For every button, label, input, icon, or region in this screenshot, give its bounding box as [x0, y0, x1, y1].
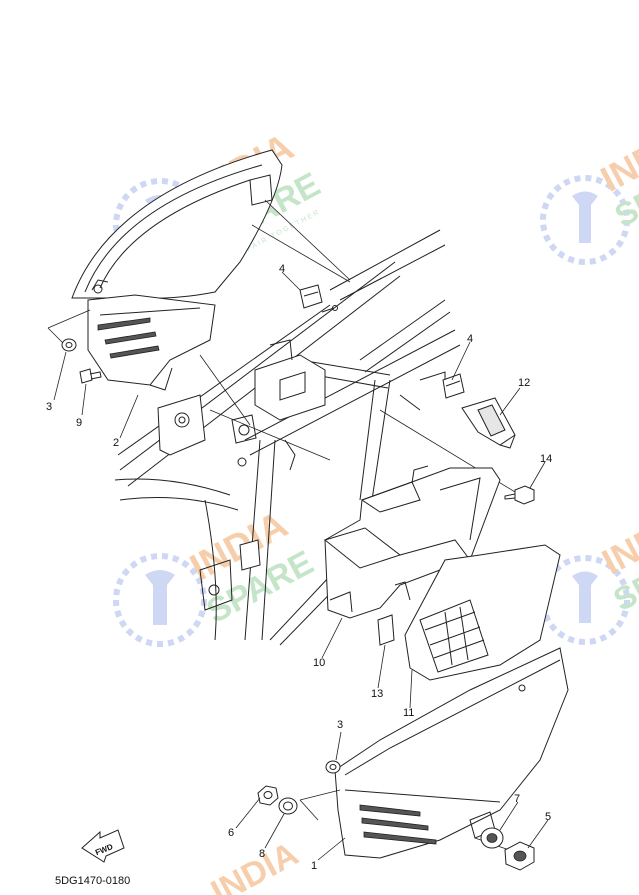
part-5-bolt [504, 841, 535, 871]
watermark-right-bottom: INDIA SPARE [540, 500, 639, 645]
part-4a-grommet [299, 284, 323, 309]
callout-labels: 2 3 9 4 4 12 14 10 13 11 3 6 8 1 7 5 [46, 263, 552, 872]
callout-12: 12 [518, 377, 530, 389]
callout-4-top: 4 [279, 263, 285, 275]
part-10-battery-case [323, 465, 501, 619]
leader-lines [53, 271, 549, 861]
callout-6: 6 [228, 827, 234, 839]
watermark-middle: INDIA SPARE [113, 504, 320, 647]
diagram-code: 5DG1470-0180 [55, 875, 130, 887]
callout-10: 10 [313, 657, 325, 669]
callout-5: 5 [545, 811, 551, 823]
part-7-grommet [480, 827, 504, 849]
watermark-line1: INDIA [594, 117, 639, 199]
part-9-bolt [79, 368, 102, 384]
watermark-right-top: INDIA SPARE [540, 117, 639, 265]
frame-assembly [114, 229, 461, 646]
callout-7: 7 [514, 793, 520, 805]
callout-9: 9 [76, 417, 82, 429]
watermark-line1: INDIA [205, 835, 305, 895]
callout-8: 8 [259, 848, 265, 860]
small-screw [321, 305, 338, 313]
part-12-plate [461, 397, 516, 449]
part-2-left-side-cover [71, 149, 283, 391]
wrench-logo-icon [113, 553, 207, 647]
callout-11: 11 [403, 707, 414, 719]
callout-1: 1 [311, 860, 317, 872]
part-3-damper-left [61, 338, 77, 352]
callout-3-left: 3 [46, 401, 52, 413]
wrench-logo-icon [540, 555, 630, 645]
callout-3-right: 3 [337, 719, 343, 731]
callout-13: 13 [371, 688, 383, 700]
part-3-damper-right [325, 760, 341, 774]
watermark-line1: INDIA [595, 500, 639, 582]
callout-2: 2 [113, 437, 119, 449]
fwd-arrow-icon: FWD [81, 829, 125, 863]
watermark-bottom: INDIA [205, 835, 305, 895]
part-1-right-side-cover [334, 647, 569, 859]
part-11-bracket [404, 544, 561, 681]
part-14-bolt [504, 485, 535, 505]
part-6-nut [257, 785, 279, 806]
part-8-washer [278, 797, 298, 815]
callout-14: 14 [540, 453, 552, 465]
wrench-logo-icon [540, 175, 630, 265]
part-13-plate [377, 614, 395, 646]
callout-4-right: 4 [467, 333, 473, 345]
